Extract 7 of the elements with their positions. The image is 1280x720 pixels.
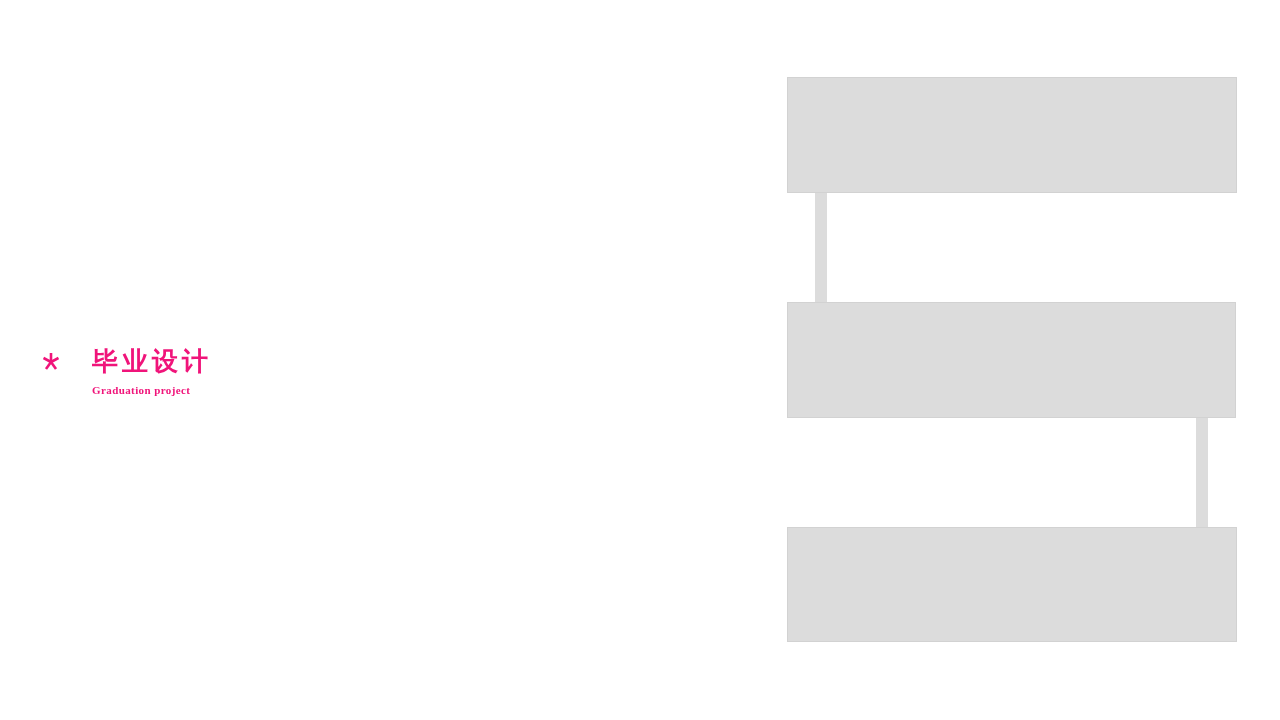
connector-bar (1196, 418, 1208, 527)
content-box (787, 77, 1237, 193)
content-box (787, 302, 1236, 418)
section-subtitle: Graduation project (92, 383, 191, 397)
content-box (787, 527, 1237, 642)
connector-bar (815, 193, 827, 302)
section-title: 毕业设计 (92, 345, 212, 378)
